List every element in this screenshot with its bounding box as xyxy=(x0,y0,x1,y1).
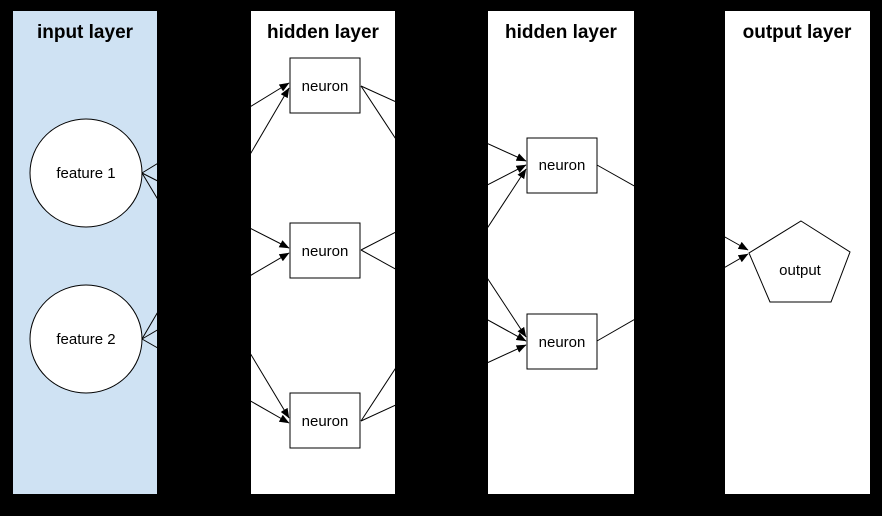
node-feature-2-label: feature 2 xyxy=(56,331,115,348)
panel-input-layer xyxy=(13,11,157,494)
node-output-label: output xyxy=(779,262,822,279)
connector-arrow xyxy=(360,344,527,422)
node-feature-1 xyxy=(29,118,143,228)
node-hidden2-neuron-1 xyxy=(526,137,598,194)
connector-arrow xyxy=(360,85,527,338)
node-hidden2-neuron-2-label: neuron xyxy=(539,334,586,351)
node-output xyxy=(748,220,851,303)
hidden-layer-2-title: hidden layer xyxy=(505,22,618,43)
connector-arrow xyxy=(141,338,290,424)
node-feature-2 xyxy=(29,284,143,394)
panel-hidden-layer-2 xyxy=(488,11,634,494)
connector-arrow xyxy=(360,164,527,251)
connector-arrow xyxy=(141,87,290,340)
input-layer-title: input layer xyxy=(37,22,134,43)
node-hidden1-neuron-1-label: neuron xyxy=(302,78,349,95)
connector-arrow xyxy=(360,168,527,422)
connector-arrow xyxy=(141,172,290,249)
connector-arrow xyxy=(596,164,749,251)
node-feature-1-label: feature 1 xyxy=(56,165,115,182)
node-hidden1-neuron-1 xyxy=(289,57,361,114)
node-hidden1-neuron-3 xyxy=(289,392,361,449)
connector-arrow xyxy=(141,82,290,174)
node-hidden2-neuron-2 xyxy=(526,313,598,370)
node-hidden2-neuron-1-label: neuron xyxy=(539,157,586,174)
node-hidden1-neuron-2-label: neuron xyxy=(302,243,349,260)
connector-arrows xyxy=(141,82,749,424)
output-layer-title: output layer xyxy=(743,22,852,43)
connector-arrow xyxy=(141,252,290,340)
hidden-layer-1-title: hidden layer xyxy=(267,22,380,43)
connector-arrow xyxy=(596,253,749,342)
connector-arrow xyxy=(360,85,527,162)
node-hidden1-neuron-3-label: neuron xyxy=(302,413,349,430)
node-hidden1-neuron-2 xyxy=(289,222,361,279)
